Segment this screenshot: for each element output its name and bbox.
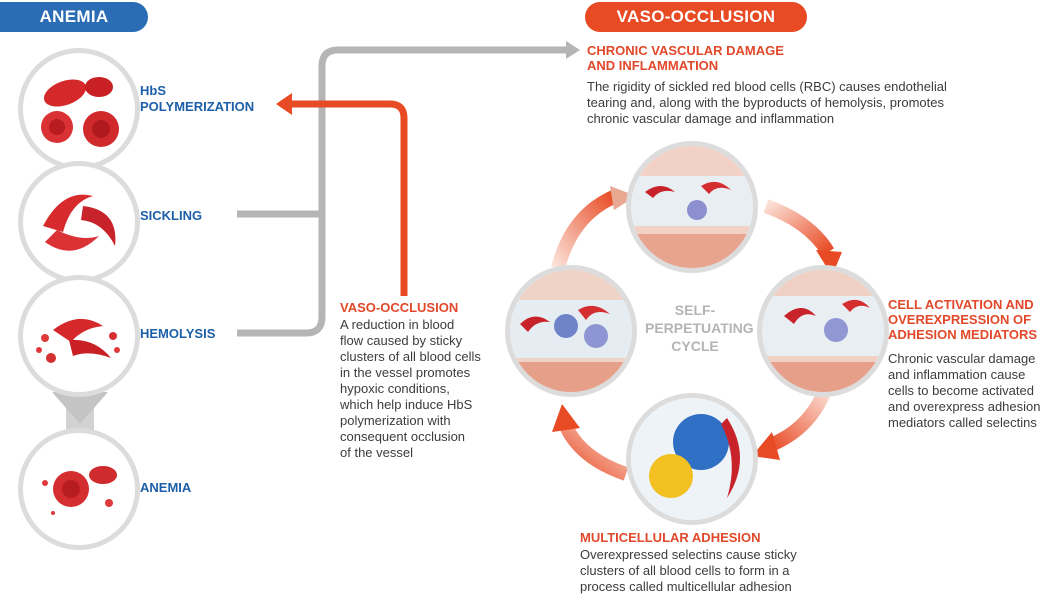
chronic-damage-title: CHRONIC VASCULAR DAMAGE AND INFLAMMATION (587, 43, 784, 73)
gray-connector-line (237, 46, 566, 337)
anemia-badge: ANEMIA (0, 2, 148, 32)
multicellular-adhesion-description: Overexpressed selectins cause sticky clu… (580, 547, 797, 594)
multicellular-adhesion-image (626, 393, 758, 525)
vaso-occlusion-description: A reduction in blood flow caused by stic… (340, 317, 481, 460)
chronic-damage-description: The rigidity of sickled red blood cells … (587, 79, 947, 126)
vaso-occlusion-cycle-image (505, 265, 637, 397)
cycle-arrow-bottom-left (559, 422, 629, 481)
hemolysis-label: HEMOLYSIS (140, 326, 216, 341)
hbs-polymerization-image (18, 48, 140, 170)
anemia-label: ANEMIA (140, 480, 192, 495)
cycle-arrow-top-right (763, 199, 835, 256)
sickling-label: SICKLING (140, 208, 203, 223)
cycle-arrow-top-left (551, 189, 619, 270)
cell-activation-title: CELL ACTIVATION AND OVEREXPRESSION OF AD… (888, 297, 1038, 342)
hbs-polymerization-text: HbS POLYMERIZATION (140, 83, 255, 114)
self-perpetuating-cycle-label: SELF- PERPETUATING CYCLE (645, 302, 754, 354)
anemia-image (18, 428, 140, 550)
vaso-occlusion-title: VASO-OCCLUSION (340, 300, 459, 315)
red-arrow-head (276, 93, 292, 115)
sickling-image (18, 161, 140, 283)
vessel-damage-image (626, 141, 758, 273)
cell-activation-image (757, 265, 889, 397)
cell-activation-description: Chronic vascular damage and inflammation… (888, 351, 1041, 430)
multicellular-adhesion-title: MULTICELLULAR ADHESION (580, 530, 761, 545)
vaso-occlusion-badge: VASO-OCCLUSION (585, 2, 807, 32)
down-arrow-head (52, 392, 108, 424)
gray-arrow-head (566, 41, 580, 59)
red-connector-line (290, 100, 408, 296)
hbs-polymerization-label: HbS POLYMERIZATION (140, 83, 254, 115)
hemolysis-image (18, 275, 140, 397)
